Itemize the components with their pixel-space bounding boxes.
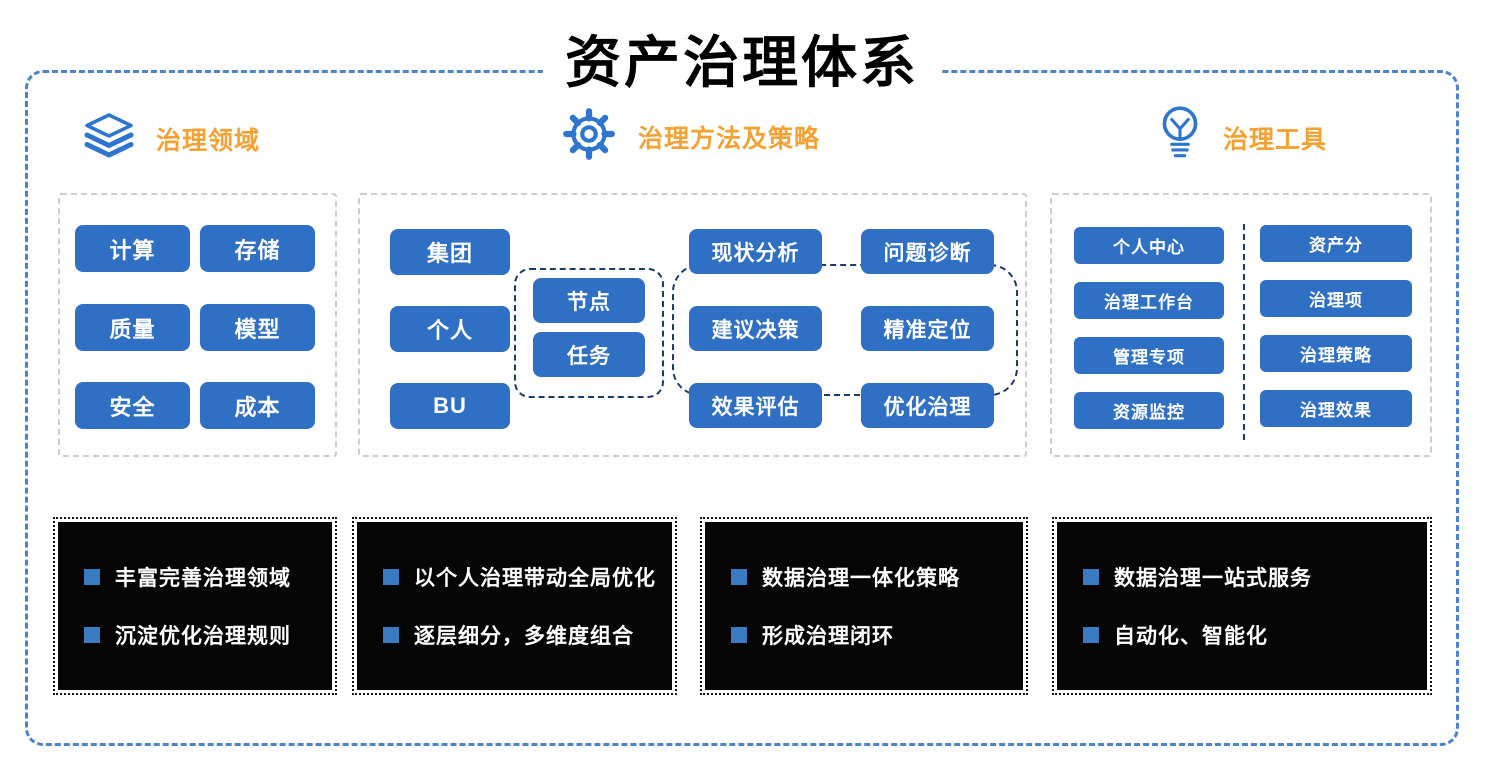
summary-box-domains: 丰富完善治理领域 沉淀优化治理规则 xyxy=(53,517,337,695)
process-chip-problem-diagnosis: 问题诊断 xyxy=(861,229,994,274)
process-chip-precise-positioning: 精准定位 xyxy=(861,306,994,351)
bullet-text: 数据治理一体化策略 xyxy=(762,567,960,590)
node-task-dashed-group: 节点 任务 xyxy=(514,268,664,398)
bulb-icon xyxy=(1157,104,1203,171)
domain-chip-quality: 质量 xyxy=(75,304,190,351)
panel-governance-methods: 集团 个人 BU 节点 任务 现状分析 问题诊断 建议决策 精准定位 效果评估 … xyxy=(358,193,1027,457)
bullet-text: 沉淀优化治理规则 xyxy=(115,625,291,648)
org-chip-bu: BU xyxy=(390,383,510,429)
domain-chip-security: 安全 xyxy=(75,382,190,429)
bullet-square-icon xyxy=(731,569,747,585)
bullet-text: 形成治理闭环 xyxy=(762,625,894,648)
panel-governance-domains: 计算 存储 质量 模型 安全 成本 xyxy=(58,193,337,457)
header-label: 治理方法及策略 xyxy=(638,124,821,153)
bullet-square-icon xyxy=(731,627,747,643)
layers-icon xyxy=(82,112,136,165)
domain-chip-model: 模型 xyxy=(200,304,315,351)
gear-icon xyxy=(560,105,618,168)
process-chip-effect-evaluation: 效果评估 xyxy=(689,383,822,428)
bullet-square-icon xyxy=(84,569,100,585)
process-chip-suggestion-decision: 建议决策 xyxy=(689,306,822,351)
process-dashed-ring xyxy=(672,264,1018,396)
summary-box-tools: 数据治理一站式服务 自动化、智能化 xyxy=(1052,517,1432,695)
bullet-square-icon xyxy=(383,569,399,585)
header-label: 治理领域 xyxy=(156,126,261,155)
bullet-item: 沉淀优化治理规则 xyxy=(84,620,332,650)
tool-chip-governance-effect: 治理效果 xyxy=(1260,390,1412,427)
node-chip-task: 任务 xyxy=(533,332,645,377)
header-governance-domains: 治理领域 xyxy=(82,112,260,165)
bullet-text: 数据治理一站式服务 xyxy=(1114,567,1312,590)
org-chip-personal: 个人 xyxy=(390,306,510,352)
domain-chip-storage: 存储 xyxy=(200,225,315,272)
page-title: 资产治理体系 xyxy=(543,18,941,99)
tool-chip-governance-item: 治理项 xyxy=(1260,280,1412,317)
bullet-text: 以个人治理带动全局优化 xyxy=(414,567,656,590)
node-chip-node: 节点 xyxy=(533,278,645,323)
domain-chip-compute: 计算 xyxy=(75,225,190,272)
bullet-item: 形成治理闭环 xyxy=(731,620,1023,650)
bullet-square-icon xyxy=(383,627,399,643)
bullet-text: 丰富完善治理领域 xyxy=(115,567,291,590)
bullet-item: 逐层细分，多维度组合 xyxy=(383,620,672,650)
bullet-item: 数据治理一站式服务 xyxy=(1083,562,1427,592)
tool-chip-asset-score: 资产分 xyxy=(1260,225,1412,262)
domain-chip-cost: 成本 xyxy=(200,382,315,429)
process-chip-optimize-governance: 优化治理 xyxy=(861,383,994,428)
bullet-text: 自动化、智能化 xyxy=(1114,625,1268,648)
tool-chip-management-special: 管理专项 xyxy=(1074,337,1224,374)
org-chip-group: 集团 xyxy=(390,229,510,275)
header-governance-methods: 治理方法及策略 xyxy=(560,105,820,168)
header-governance-tools: 治理工具 xyxy=(1157,104,1327,171)
tools-dashed-divider xyxy=(1243,224,1245,440)
header-label: 治理工具 xyxy=(1223,125,1328,154)
bullet-item: 丰富完善治理领域 xyxy=(84,562,332,592)
bullet-text: 逐层细分，多维度组合 xyxy=(414,625,634,648)
bullet-item: 自动化、智能化 xyxy=(1083,620,1427,650)
summary-box-methods: 以个人治理带动全局优化 逐层细分，多维度组合 xyxy=(352,517,677,695)
process-chip-status-analysis: 现状分析 xyxy=(689,229,822,274)
bullet-square-icon xyxy=(84,627,100,643)
tool-chip-resource-monitor: 资源监控 xyxy=(1074,392,1224,429)
tool-chip-governance-strategy: 治理策略 xyxy=(1260,335,1412,372)
panel-governance-tools: 个人中心 治理工作台 管理专项 资源监控 资产分 治理项 治理策略 治理效果 xyxy=(1050,193,1432,457)
bullet-square-icon xyxy=(1083,569,1099,585)
bullet-square-icon xyxy=(1083,627,1099,643)
summary-box-strategy: 数据治理一体化策略 形成治理闭环 xyxy=(700,517,1028,695)
tool-chip-governance-workbench: 治理工作台 xyxy=(1074,282,1224,319)
bullet-item: 数据治理一体化策略 xyxy=(731,562,1023,592)
tool-chip-personal-center: 个人中心 xyxy=(1074,227,1224,264)
bullet-item: 以个人治理带动全局优化 xyxy=(383,562,672,592)
